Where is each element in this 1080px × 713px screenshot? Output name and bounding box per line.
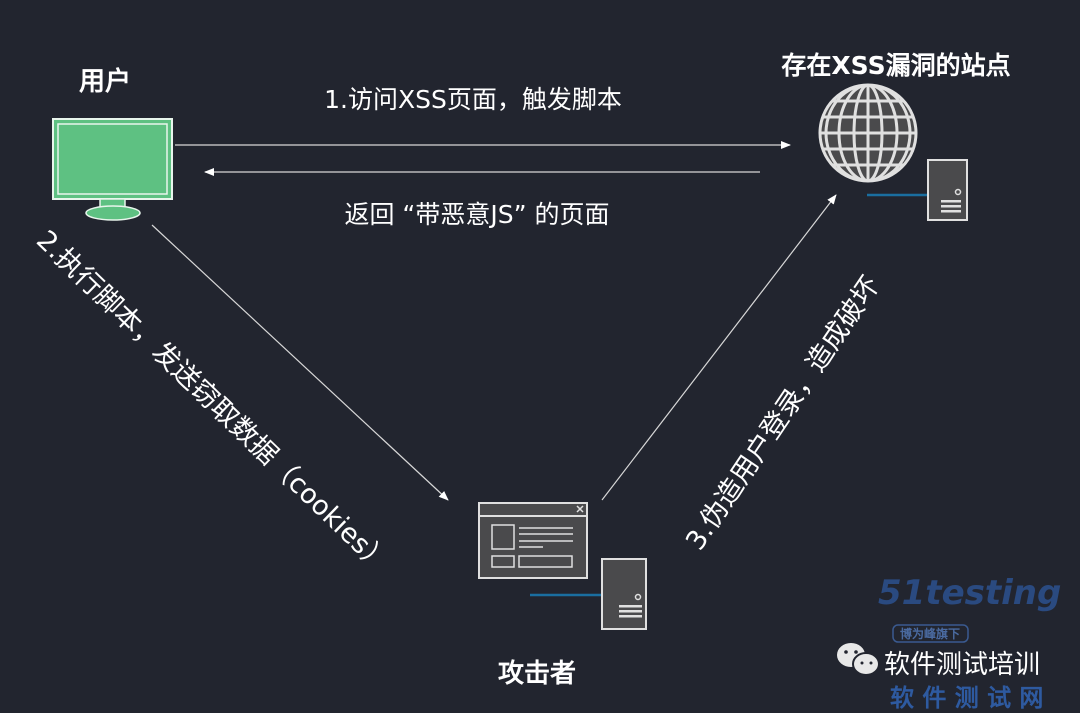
edge-label-visit: 1.访问XSS页面，触发脚本: [324, 85, 622, 114]
wechat-icon: [837, 643, 880, 676]
monitor-icon: [52, 118, 173, 221]
attacker-label: 攻击者: [498, 659, 576, 689]
edge-label-return: 返回 “带恶意JS” 的页面: [344, 200, 609, 229]
user-label: 用户: [79, 66, 131, 97]
browser-window-icon: [478, 502, 588, 579]
edge-label-forge: 3.伪造用户登录，造成破坏: [680, 271, 886, 556]
watermark-badge: 博为峰旗下: [900, 626, 960, 641]
watermark-channel: 软件测试培训: [884, 650, 1040, 680]
edge-label-execute: 2.执行脚本，发送窃取数据（cookies）: [30, 225, 396, 580]
server-icon: [927, 159, 968, 221]
globe-icon: [818, 83, 918, 183]
site-label: 存在XSS漏洞的站点: [781, 51, 1010, 80]
watermark: 51testing 博为峰旗下 软 件 测 试 网: [878, 573, 1061, 712]
arrow-execute: [151, 224, 449, 501]
server-icon: [601, 558, 647, 630]
arrow-forge: [601, 194, 837, 501]
watermark-brand: 51testing: [878, 573, 1061, 613]
watermark-site: 软 件 测 试 网: [890, 684, 1043, 712]
